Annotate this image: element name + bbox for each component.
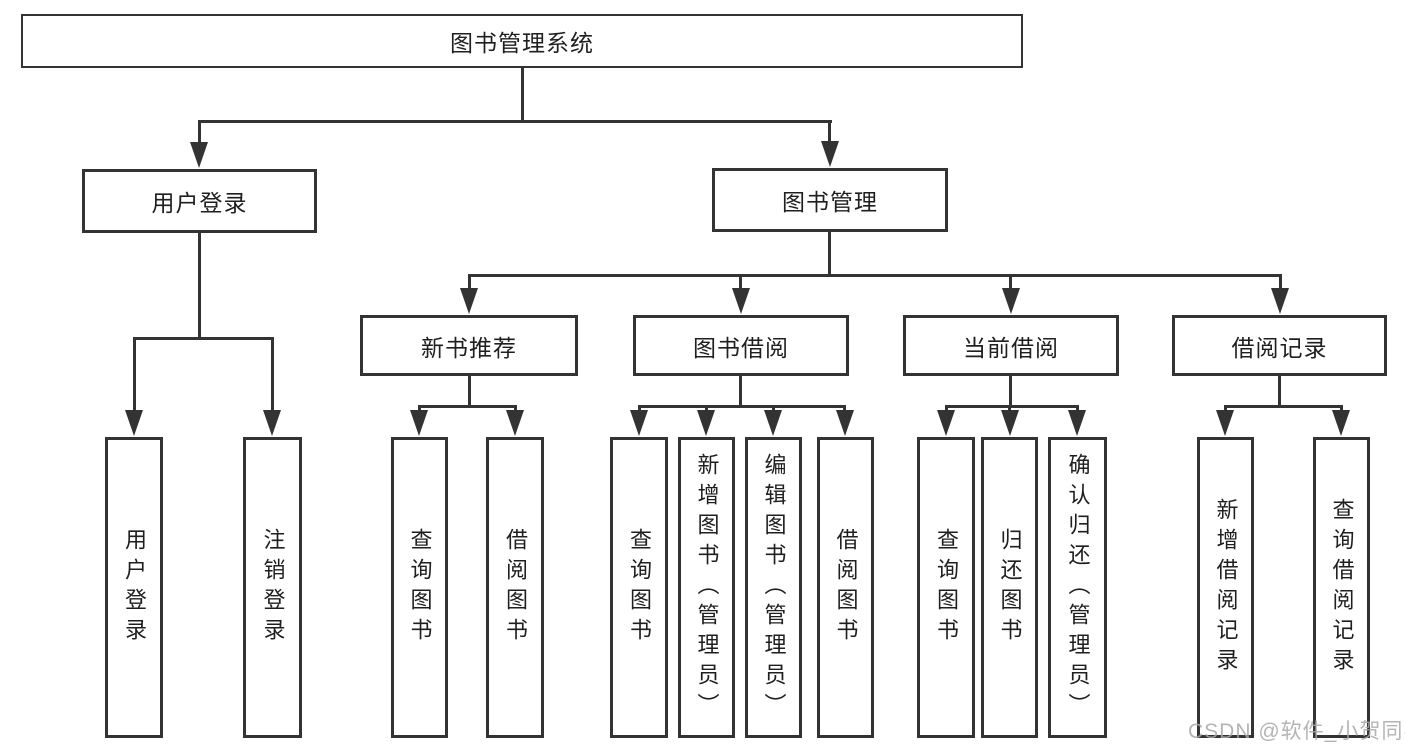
leaf-label: 新增借阅记录 [1213,497,1239,678]
connector-line [418,405,517,408]
connector-line [271,339,274,413]
leaf-label: 新增图书（管理员） [694,452,720,723]
node-label: 新书推荐 [421,334,517,361]
arrow-down-icon [125,410,143,436]
leaf-confirm-return-admin: 确认归还（管理员） [1048,437,1107,738]
connector-line [521,68,524,122]
leaf-label: 确认归还（管理员） [1065,452,1091,723]
arrow-down-icon [460,288,478,314]
node-borrowing-records: 借阅记录 [1172,315,1387,376]
leaf-label: 查询图书 [407,527,433,648]
connector-line [828,232,831,276]
leaf-label: 借阅图书 [503,527,528,648]
connector-line [1279,276,1282,290]
leaf-user-login: 用户登录 [105,437,163,738]
connector-line [1224,405,1343,408]
node-label: 用户登录 [151,190,248,216]
arrow-down-icon [821,141,839,167]
leaf-label: 查询图书 [627,527,652,648]
connector-line [945,405,1079,408]
leaf-query-books-current: 查询图书 [917,437,975,738]
arrow-down-icon [1068,410,1086,436]
connector-line [468,376,471,407]
leaf-label: 归还图书 [997,527,1023,648]
csdn-watermark: CSDN @软件_小贺同学 [1188,720,1405,743]
node-book-borrowing: 图书借阅 [633,315,849,376]
arrow-down-icon [937,410,955,436]
leaf-edit-books-admin: 编辑图书（管理员） [745,437,802,738]
node-book-management: 图书管理 [712,168,948,232]
leaf-borrow-books-recommend: 借阅图书 [486,437,544,738]
arrow-down-icon [1002,288,1020,314]
node-label: 图书借阅 [693,334,789,361]
node-label: 当前借阅 [963,334,1059,361]
connector-line [1278,376,1281,407]
node-current-borrowing: 当前借阅 [903,315,1119,376]
arrow-down-icon [1332,410,1350,436]
connector-line [468,276,471,290]
node-label: 借阅记录 [1231,334,1328,361]
leaf-label: 注销登录 [260,527,286,648]
leaf-logout: 注销登录 [243,437,302,738]
leaf-label: 查询图书 [934,527,959,648]
leaf-label: 用户登录 [122,527,147,648]
arrow-down-icon [190,142,208,168]
arrow-down-icon [263,410,281,436]
leaf-add-borrow-record: 新增借阅记录 [1197,437,1254,738]
connector-line [638,405,846,408]
leaf-borrow-books: 借阅图书 [817,437,874,738]
arrow-down-icon [697,410,715,436]
leaf-label: 编辑图书（管理员） [761,452,787,723]
arrow-down-icon [506,410,524,436]
connector-line [198,233,201,339]
connector-line [828,122,831,145]
arrow-down-icon [732,288,750,314]
leaf-return-books: 归还图书 [981,437,1038,738]
node-label: 图书管理系统 [450,30,594,56]
leaf-query-books-borrowing: 查询图书 [610,437,668,738]
arrow-down-icon [630,410,648,436]
arrow-down-icon [836,410,854,436]
connector-line [1009,376,1012,407]
connector-line [1009,276,1012,290]
node-user-login: 用户登录 [82,169,317,233]
arrow-down-icon [1271,288,1289,314]
leaf-query-borrow-record: 查询借阅记录 [1313,437,1370,738]
arrow-down-icon [1216,410,1234,436]
node-new-book-recommendation: 新书推荐 [360,315,578,376]
leaf-add-books-admin: 新增图书（管理员） [678,437,735,738]
connector-line [133,337,274,340]
leaf-query-books-recommend: 查询图书 [391,437,448,738]
leaf-label: 查询借阅记录 [1329,497,1355,678]
node-library-system: 图书管理系统 [21,14,1023,68]
node-label: 图书管理 [782,189,878,215]
arrow-down-icon [764,410,782,436]
connector-line [133,339,136,413]
connector-line [468,274,1282,277]
connector-line [198,122,201,146]
arrow-down-icon [410,410,428,436]
connector-line [739,376,742,407]
connector-line [739,276,742,290]
leaf-label: 借阅图书 [833,527,859,648]
arrow-down-icon [1001,410,1019,436]
connector-line [198,120,832,123]
